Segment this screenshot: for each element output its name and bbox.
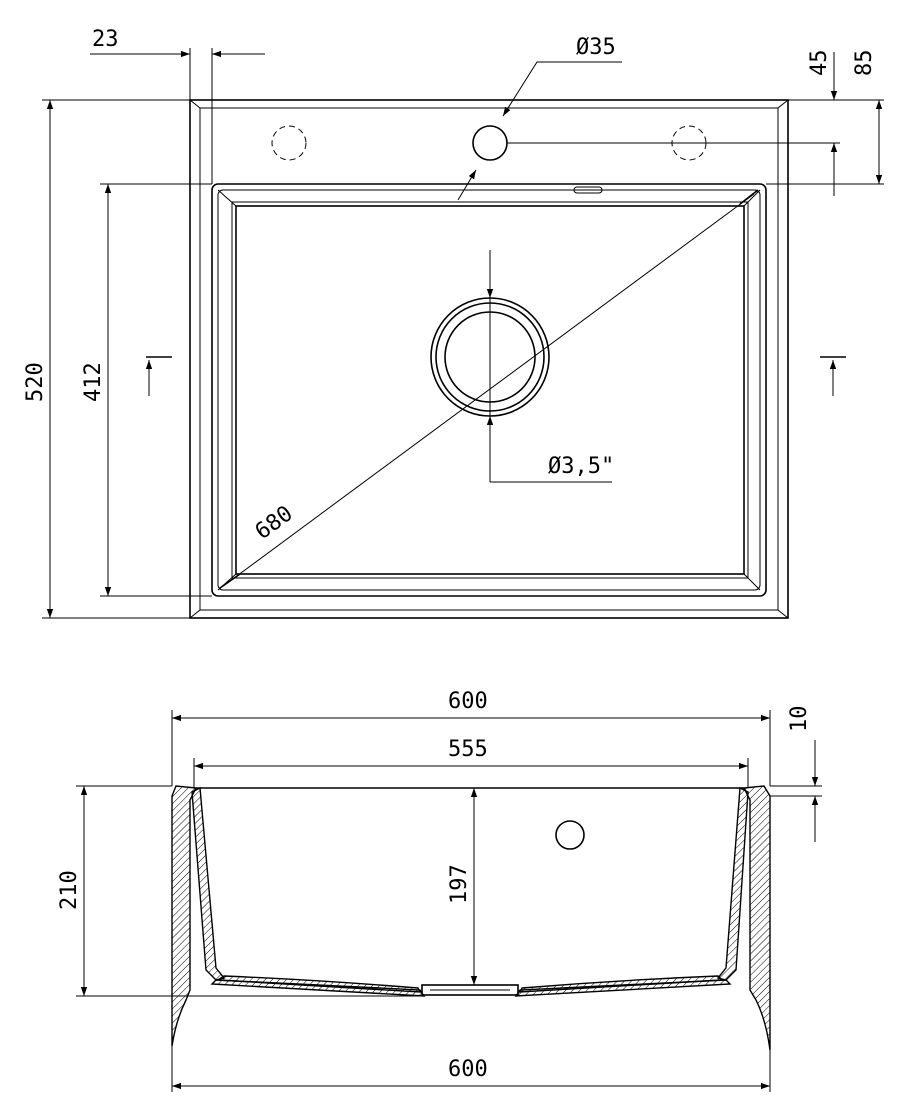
sink-flange-inner-edge bbox=[199, 107, 779, 611]
dim-tap-offset: 45 bbox=[807, 50, 832, 77]
section-right-wall bbox=[742, 785, 771, 1051]
dim-total-height: 210 bbox=[57, 870, 82, 910]
sink-outer-edge bbox=[189, 99, 789, 619]
section-left-wall bbox=[171, 785, 198, 1047]
dim-rim-depth: 85 bbox=[852, 50, 877, 77]
tap-hole-optional-left bbox=[271, 125, 307, 161]
section-drain bbox=[421, 984, 519, 996]
dim-bottom-width: 600 bbox=[448, 1057, 488, 1082]
section-mark-right bbox=[820, 356, 846, 396]
dim-tap-hole: Ø35 bbox=[576, 35, 616, 60]
dim-rim-thickness: 10 bbox=[787, 706, 812, 733]
dim-bowl-height: 197 bbox=[447, 864, 472, 904]
dim-bowl-depth: 412 bbox=[81, 362, 106, 402]
dim-flange-offset: 23 bbox=[92, 27, 119, 52]
dim-drain: Ø3,5" bbox=[548, 454, 614, 479]
top-view: 680 23 Ø35 45 85 520 412 bbox=[23, 27, 884, 619]
section-mark-left bbox=[145, 356, 172, 396]
section-view: 600 555 10 210 197 600 bbox=[57, 689, 822, 1092]
overflow-slot bbox=[573, 186, 603, 194]
dim-bowl-diagonal: 680 bbox=[251, 501, 298, 545]
bowl-rim bbox=[211, 183, 767, 597]
dim-overall-depth: 520 bbox=[23, 362, 48, 402]
section-overflow-hole bbox=[555, 820, 585, 850]
tap-hole bbox=[472, 125, 508, 161]
dim-top-width: 600 bbox=[448, 689, 488, 714]
bowl-floor bbox=[235, 205, 745, 575]
dim-bowl-width: 555 bbox=[448, 737, 488, 762]
